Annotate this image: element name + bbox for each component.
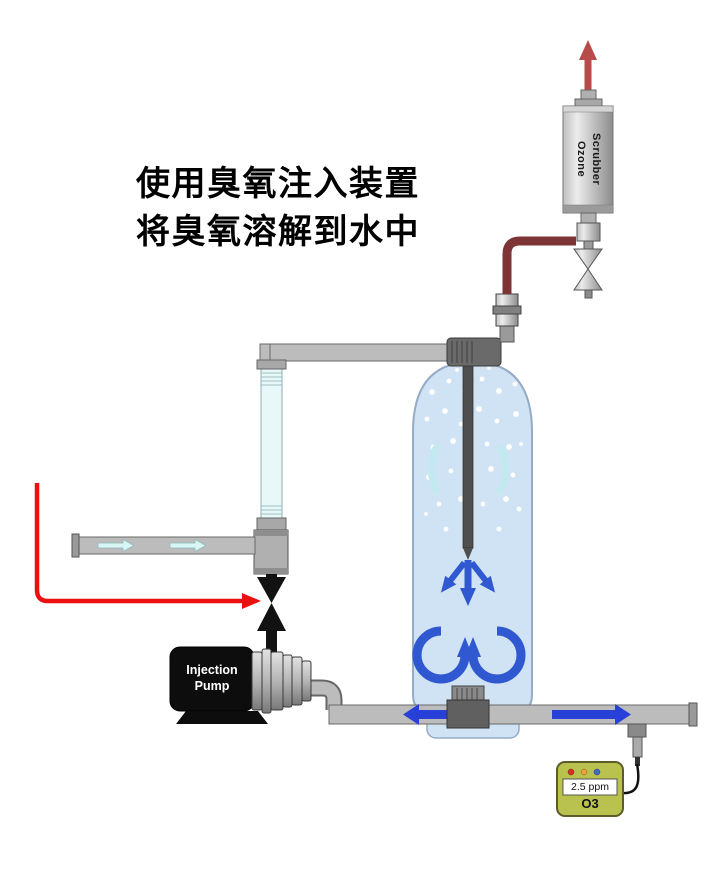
clear-venturi-pipe — [256, 359, 287, 533]
meter-gas-label: O3 — [581, 796, 599, 811]
pump-label-line-1: Injection — [186, 663, 238, 677]
water-motion-arcs — [427, 444, 510, 495]
injection-pump — [169, 646, 343, 724]
caption-line-1: 使用臭氧注入装置 — [136, 165, 420, 203]
meter-reading: 2.5 ppm — [571, 781, 609, 793]
circulation-arrows — [412, 626, 526, 684]
scrubber-label-line-2: Scrubber — [589, 132, 602, 186]
pump-head — [251, 648, 312, 714]
spray-arrows — [440, 560, 496, 606]
inlet-flow-arrow — [169, 538, 207, 553]
injection-point-arrow — [34, 483, 261, 609]
scrubber-check-valve — [573, 248, 603, 299]
flow-arrow-right — [552, 704, 631, 725]
injector-valve — [257, 574, 286, 653]
tank-top-fitting — [446, 293, 522, 367]
meter-led-red — [567, 768, 575, 776]
inlet-water-pipe — [71, 533, 256, 558]
top-return-pipe — [259, 343, 461, 363]
scrubber-label: Ozone Scrubber — [563, 106, 613, 212]
flow-arrow-left — [403, 704, 452, 725]
diffuser-tube — [462, 349, 474, 560]
ozone-offgas-line — [502, 236, 576, 294]
caption-text: 使用臭氧注入装置 将臭氧溶解到水中 — [108, 160, 448, 257]
injector-tee-fitting — [253, 529, 289, 575]
meter-display — [562, 778, 618, 796]
pump-base — [176, 711, 268, 724]
inlet-flow-arrow — [97, 538, 135, 553]
meter-led-blue — [593, 768, 601, 776]
tank-bottom-connector — [446, 685, 490, 729]
caption-line-2: 将臭氧溶解到水中 — [136, 213, 420, 252]
pump-label: Injection Pump — [166, 662, 258, 695]
meter-led-orange — [580, 768, 588, 776]
o3-meter — [556, 761, 624, 817]
o3-sensor-probe — [621, 723, 647, 795]
scrubber-label-line-1: Ozone — [575, 140, 587, 178]
pump-label-line-2: Pump — [194, 679, 230, 694]
bottom-discharge-pipe — [328, 702, 698, 727]
ozone-scrubber — [562, 40, 614, 299]
